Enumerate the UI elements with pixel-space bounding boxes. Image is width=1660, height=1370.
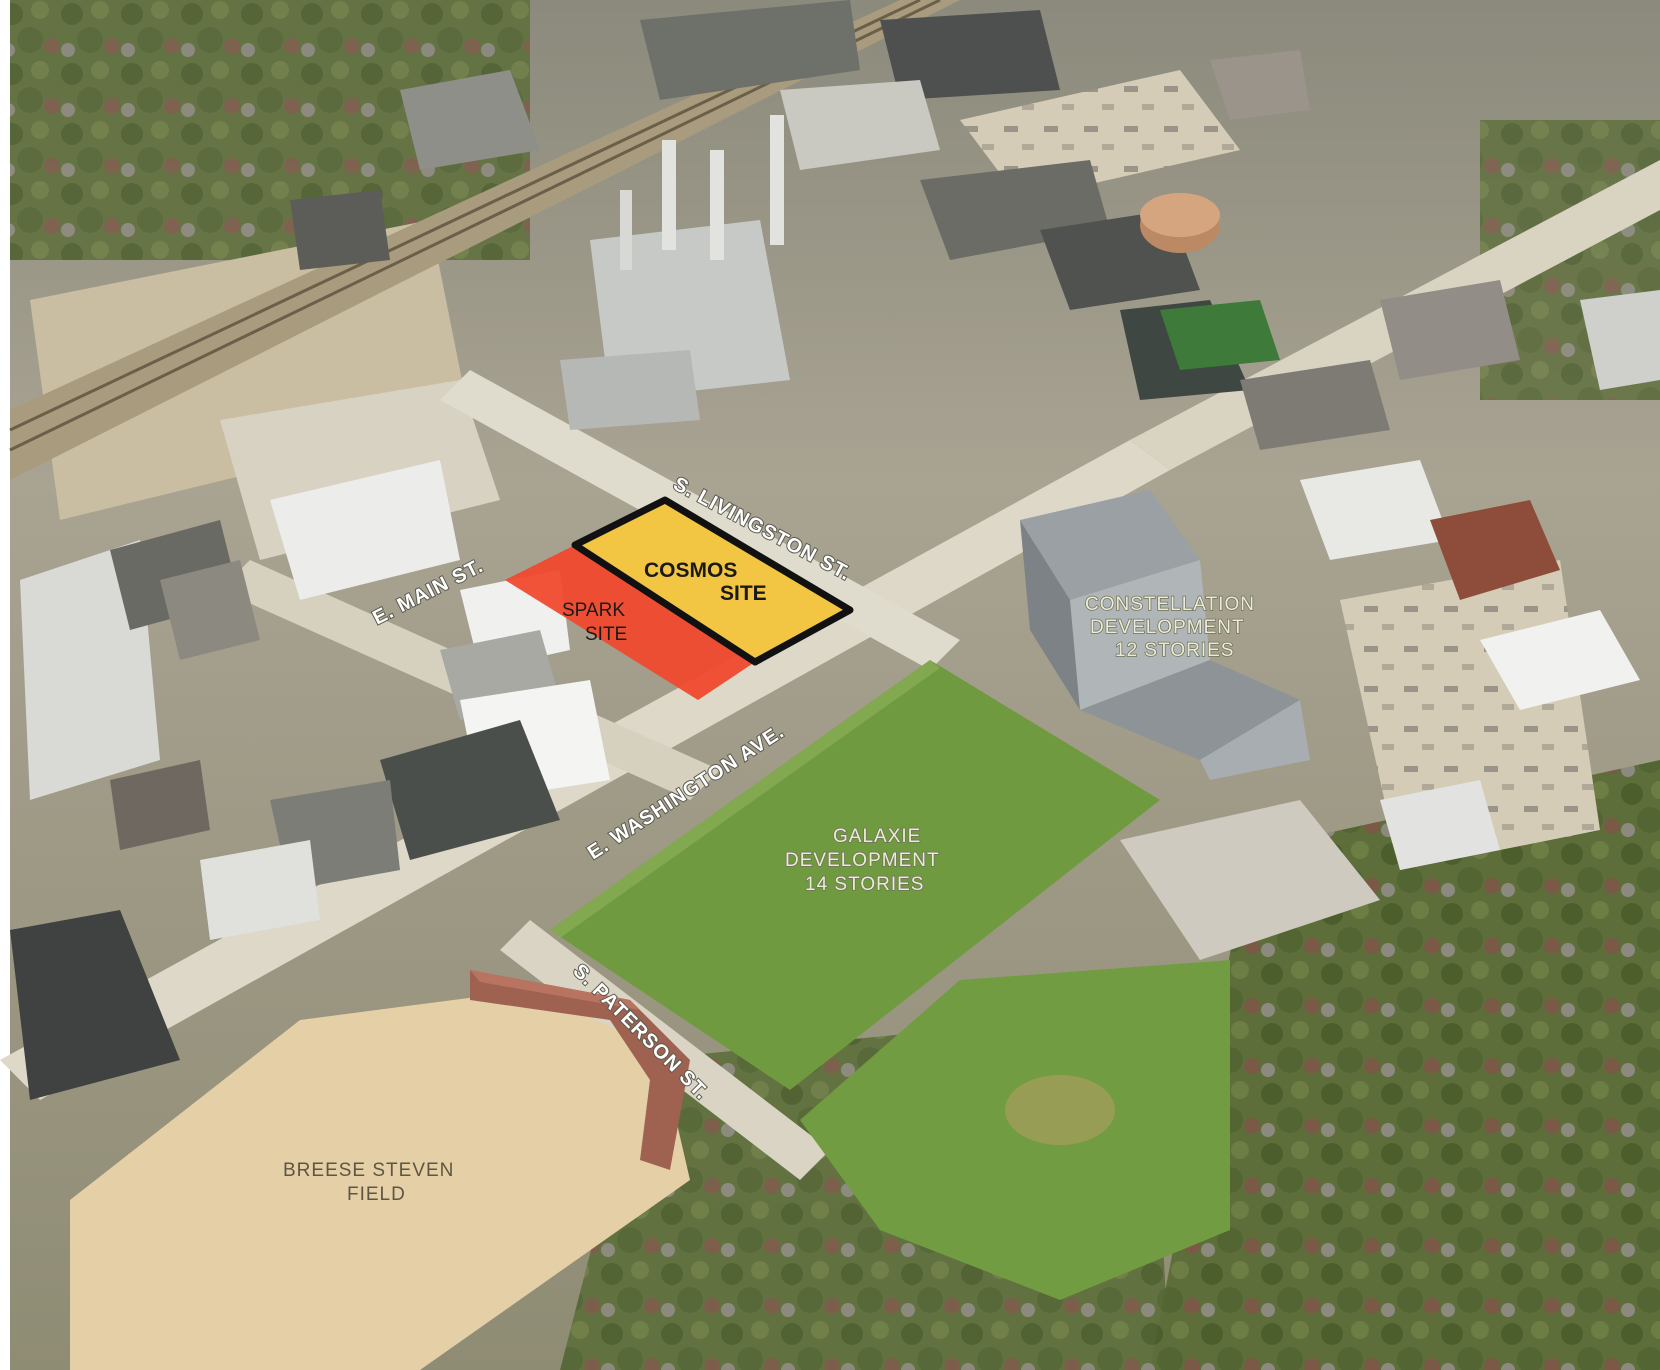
- galaxie-lot: [550, 660, 1160, 1090]
- constellation-label-line3: 12 STORIES: [1115, 640, 1234, 661]
- breese-label-line2: FIELD: [347, 1184, 406, 1205]
- constellation-tower: [1020, 490, 1310, 780]
- spark-site-label-line1: SPARK: [562, 600, 625, 621]
- cosmos-site-label-line1: COSMOS: [644, 559, 737, 582]
- constellation-label-line2: DEVELOPMENT: [1090, 617, 1245, 638]
- spark-site-label-line2: SITE: [585, 624, 627, 645]
- galaxie-label-line2: DEVELOPMENT: [785, 850, 940, 871]
- cosmos-site: [571, 496, 854, 666]
- breese-stevens-field: [70, 970, 690, 1370]
- galaxie-label-line1: GALAXIE: [833, 826, 921, 847]
- buildings: [10, 0, 1660, 1100]
- cosmos-site-label-line2: SITE: [720, 582, 767, 605]
- spark-site: [505, 545, 755, 700]
- breese-label-line1: BREESE STEVEN: [283, 1160, 454, 1181]
- constellation-label-line1: CONSTELLATION: [1085, 594, 1255, 615]
- galaxie-label-line3: 14 STORIES: [805, 874, 924, 895]
